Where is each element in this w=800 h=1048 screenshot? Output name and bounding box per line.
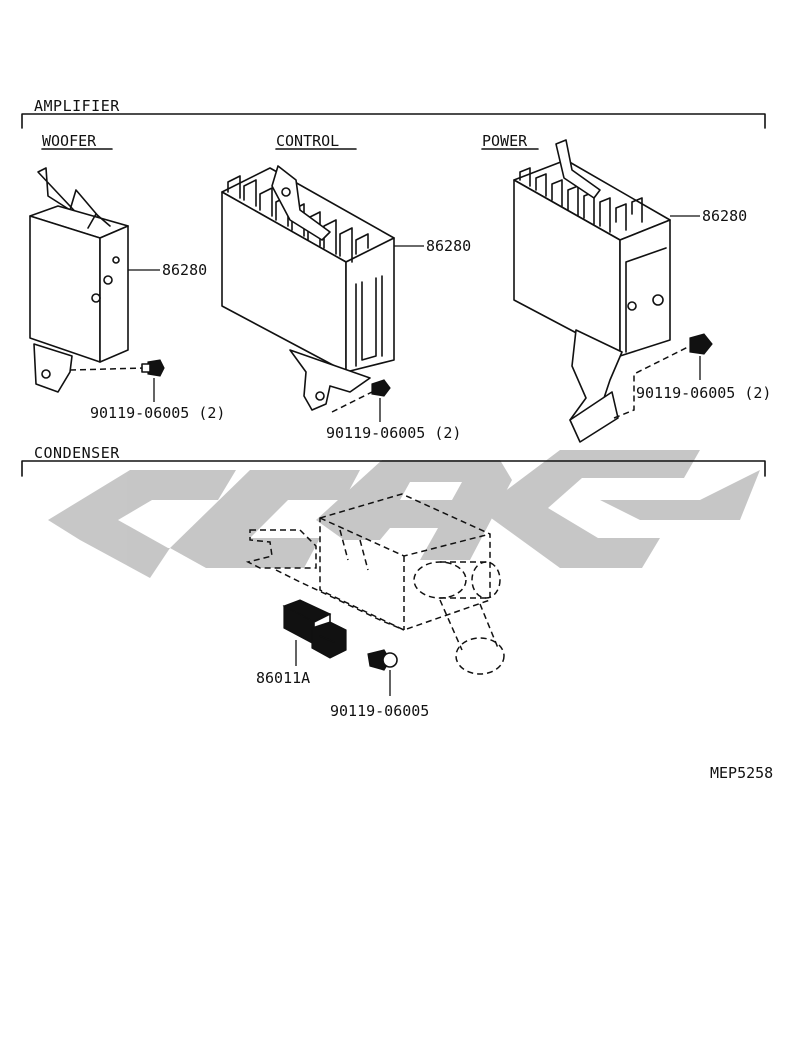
condenser-part: 86011A 90119-06005 xyxy=(256,599,429,720)
control-part-code: 86280 xyxy=(426,237,471,255)
control-bolt-code: 90119-06005 (2) xyxy=(326,424,461,442)
power-bolt-code: 90119-06005 (2) xyxy=(636,384,771,402)
power-part-code: 86280 xyxy=(702,207,747,225)
control-title: CONTROL xyxy=(276,132,339,150)
condenser-bolt-code: 90119-06005 xyxy=(330,702,429,720)
section-condenser-bracket xyxy=(21,460,766,477)
condenser-assembly xyxy=(245,493,505,675)
woofer-amplifier: WOOFER 90119-06005 (2) 86280 xyxy=(29,132,225,422)
section-condenser-label: CONDENSER xyxy=(34,444,120,462)
section-amplifier-bracket xyxy=(21,113,766,129)
woofer-bolt-code: 90119-06005 (2) xyxy=(90,404,225,422)
control-amplifier: CONTROL 90119-06005 (2) 86280 xyxy=(221,132,471,442)
woofer-title: WOOFER xyxy=(42,132,97,150)
condenser-part-code: 86011A xyxy=(256,669,310,687)
section-amplifier-label: AMPLIFIER xyxy=(34,97,120,115)
woofer-part-code: 86280 xyxy=(162,261,207,279)
diagram-code: MEP5258 xyxy=(710,764,773,782)
power-title: POWER xyxy=(482,132,528,150)
power-amplifier: POWER 90119-06005 (2) 86280 xyxy=(481,132,771,443)
watermark-logo xyxy=(48,450,760,578)
